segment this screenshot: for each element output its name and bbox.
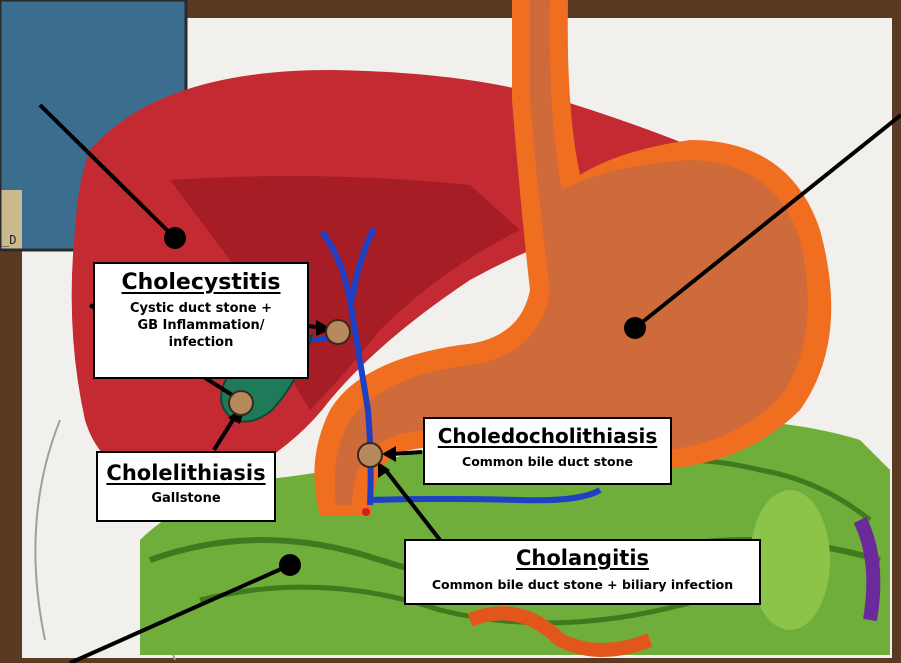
cholecystitis-callout: Cholecystitis Cystic duct stone + GB Inf… xyxy=(93,262,309,379)
corner-fragment-label: _D xyxy=(2,233,16,247)
cholangitis-callout: Cholangitis Common bile duct stone + bil… xyxy=(404,539,761,605)
cholelithiasis-description: Gallstone xyxy=(98,491,274,508)
cholelithiasis-title: Cholelithiasis xyxy=(98,461,274,485)
common-bile-duct-stone xyxy=(358,443,382,467)
cholangitis-title: Cholangitis xyxy=(406,546,759,570)
cystic-duct-stone xyxy=(326,320,350,344)
choledocholithiasis-description: Common bile duct stone xyxy=(425,454,670,470)
choledocholithiasis-title: Choledocholithiasis xyxy=(425,425,670,448)
cholecystitis-title: Cholecystitis xyxy=(95,270,307,295)
ampulla-mark xyxy=(362,508,370,516)
gallbladder-stone xyxy=(229,391,253,415)
cholecystitis-description: Cystic duct stone + GB Inflammation/ inf… xyxy=(95,301,307,352)
cholelithiasis-callout: Cholelithiasis Gallstone xyxy=(96,451,276,522)
intestine-dot xyxy=(279,554,301,576)
stomach-dot xyxy=(624,317,646,339)
choledocholithiasis-arrow-line xyxy=(392,452,422,454)
liver-dot xyxy=(164,227,186,249)
choledocholithiasis-callout: Choledocholithiasis Common bile duct sto… xyxy=(423,417,672,485)
cholangitis-description: Common bile duct stone + biliary infecti… xyxy=(406,577,759,593)
